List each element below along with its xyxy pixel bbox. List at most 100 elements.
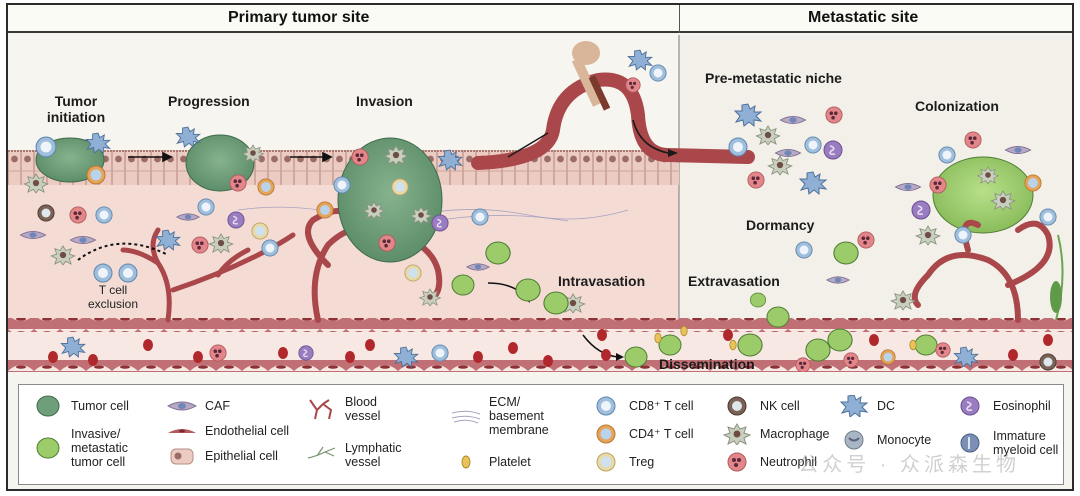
invasive-tumor-cell-icon: [737, 333, 763, 357]
arching-blood-vessel: [471, 72, 755, 170]
macrophage-icon: [767, 155, 793, 176]
dissemination-arrow: [582, 334, 619, 358]
cd8-t-cell-icon: [333, 176, 351, 194]
neutrophil-icon: [795, 357, 811, 372]
legend-item-label: Macrophage: [760, 427, 830, 441]
cd8-t-cell-icon: [261, 239, 279, 257]
neutrophil-icon: [191, 236, 209, 254]
macrophage-icon: [418, 288, 442, 307]
tumor-cell-icon: [36, 395, 60, 417]
stage-label-progression: Progression: [168, 93, 250, 109]
primary-site-title: Primary tumor site: [228, 9, 370, 26]
legend-item-label: Epithelial cell: [205, 449, 278, 463]
monocyte-icon: [844, 430, 864, 450]
legend-item: Eosinophil: [955, 395, 1051, 417]
neutrophil-icon: [351, 148, 369, 166]
legend-item: Monocyte: [839, 429, 931, 451]
eosinophil-icon: [298, 345, 314, 361]
cd8-t-cell-icon: [649, 64, 667, 82]
nk-cell-icon: [1039, 353, 1057, 371]
invasive-tumor-cell-icon: [766, 306, 790, 328]
treg-icon: [404, 264, 422, 282]
endothelial-cell-icon: [168, 429, 196, 433]
figure-frame: Primary tumor site Metastatic site: [6, 3, 1074, 491]
legend-item-label: DC: [877, 399, 896, 413]
nk-cell-icon: [727, 396, 747, 416]
exclusion-arc: [77, 242, 169, 261]
blood-vessel-icon: [309, 399, 333, 420]
cd8-t-cell-icon: [35, 136, 57, 158]
cd4-t-cell-icon: [257, 178, 275, 196]
legend-item-label: Eosinophil: [993, 399, 1051, 413]
stage-label-invasion: Invasion: [356, 93, 413, 109]
cd8-t-cell-icon: [728, 137, 748, 157]
red-blood-cell: [1043, 334, 1053, 346]
red-blood-cell: [723, 329, 733, 341]
caf-icon: [1004, 145, 1032, 155]
eosinophil-icon: [911, 200, 931, 220]
lymphatic-vessel-icon: [307, 446, 336, 459]
tumor-mass-colonization: [932, 156, 1034, 234]
legend-item: Platelet: [451, 451, 531, 473]
blood-vessel-branch-1: [120, 227, 296, 323]
caf-icon: [167, 401, 197, 411]
stage-label-dormancy: Dormancy: [746, 217, 815, 233]
caf-icon: [175, 213, 201, 221]
invasive-tumor-cell-icon: [658, 334, 682, 356]
red-blood-cell: [345, 351, 355, 363]
cd4-t-cell-icon: [596, 424, 616, 444]
stage-label-pre-metastatic-niche: Pre-metastatic niche: [705, 70, 842, 86]
stage-arrows: [128, 151, 333, 163]
legend-item-label: Platelet: [489, 455, 531, 469]
caf-icon: [69, 235, 97, 245]
dc-icon: [155, 229, 181, 251]
cd8-t-cell-icon: [954, 226, 972, 244]
legend-item: Immature myeloid cell: [955, 429, 1058, 457]
cd8-t-cell-icon: [938, 146, 956, 164]
colonization-vessels: [911, 219, 1053, 323]
legend-item: Treg: [591, 451, 654, 473]
legend-item: NK cell: [722, 395, 800, 417]
cd4-t-cell-icon: [316, 201, 334, 219]
nk-cell-icon: [37, 204, 55, 222]
red-blood-cell: [473, 351, 483, 363]
macrophage-icon: [915, 225, 941, 246]
invasive-tumor-cell-icon: [749, 292, 767, 308]
dc-icon: [437, 149, 463, 171]
stage-label-tumor-initiation: Tumor initiation: [46, 93, 106, 125]
macrophage-icon: [755, 125, 781, 146]
invasive-tumor-cell-icon: [36, 437, 60, 459]
invasive-tumor-cell-icon: [805, 338, 831, 362]
treg-icon: [251, 222, 269, 240]
caf-icon: [825, 276, 851, 284]
dc-icon: [953, 346, 979, 368]
red-blood-cell: [193, 351, 203, 363]
ecm-icon: [451, 410, 481, 424]
cd8-t-cell-icon: [197, 198, 215, 216]
neutrophil-icon: [935, 342, 951, 358]
platelet-icon: [461, 455, 471, 469]
dc-icon: [60, 336, 86, 358]
dc-icon: [175, 126, 201, 148]
legend-item-label: CD8⁺ T cell: [629, 399, 694, 413]
stage-label-colonization: Colonization: [915, 98, 999, 114]
cd8-t-cell-icon: [431, 344, 449, 362]
neutrophil-icon: [747, 171, 765, 189]
t-cell-exclusion-label: T cell exclusion: [87, 283, 139, 311]
legend-item: Lymphatic vessel: [307, 441, 402, 469]
legend-item: DC: [839, 395, 895, 417]
neutrophil-icon: [625, 77, 641, 93]
cd8-t-cell-icon: [795, 241, 813, 259]
caf-icon: [19, 230, 47, 240]
red-blood-cell: [88, 354, 98, 366]
macrophage-icon: [890, 290, 916, 311]
immature-myeloid-cell-icon: [960, 433, 980, 453]
red-blood-cell: [48, 351, 58, 363]
neutrophil-icon: [843, 352, 859, 368]
dc-icon: [393, 346, 419, 368]
macrophage-icon: [409, 206, 433, 225]
neutrophil-icon: [378, 234, 396, 252]
legend-item-label: NK cell: [760, 399, 800, 413]
caf-icon: [774, 148, 802, 158]
